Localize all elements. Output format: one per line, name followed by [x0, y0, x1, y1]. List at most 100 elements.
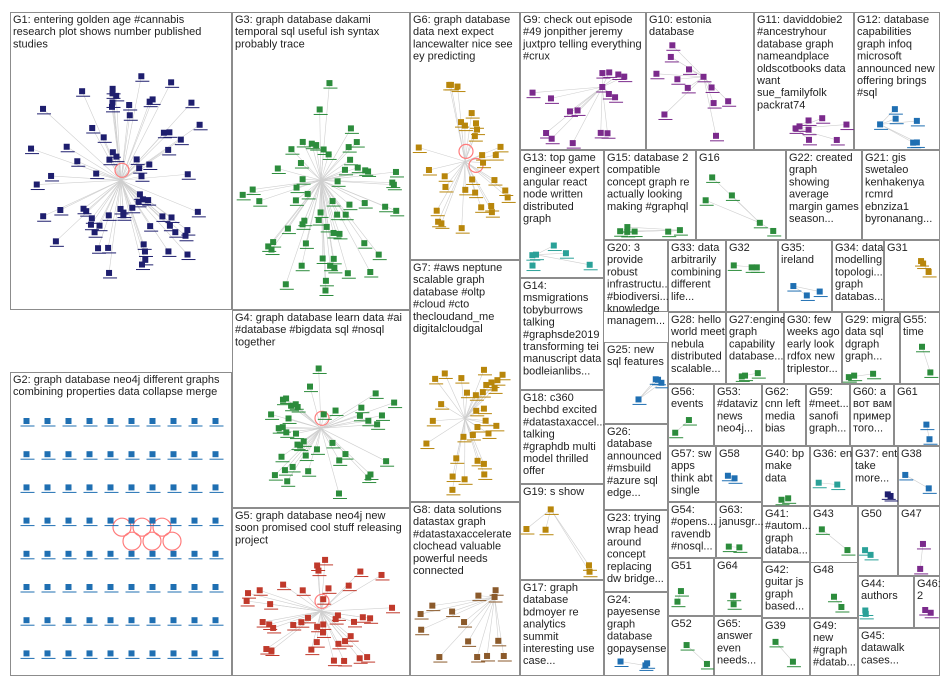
group-label-line: G57: sw: [671, 448, 711, 460]
vertex-icon: [326, 80, 332, 86]
group-g34: G34: datamodellingtopologi...graphdataba…: [833, 241, 885, 312]
group-label-line: digitalcloudgal: [413, 323, 483, 335]
vertex-icon: [393, 208, 399, 214]
vertex-icon: [24, 518, 30, 524]
vertex-icon: [429, 603, 435, 609]
vertex-icon: [185, 252, 191, 258]
vertex-icon: [244, 598, 250, 604]
vertex-icon: [892, 106, 898, 112]
vertex-icon: [45, 451, 51, 457]
vertex-icon: [483, 418, 489, 424]
vertex-icon: [362, 200, 368, 206]
group-label-line: data sql: [845, 326, 884, 338]
group-label-line: ravendb: [671, 528, 711, 540]
vertex-icon: [300, 139, 306, 145]
vertex-icon: [188, 100, 194, 106]
group-g65: G65:answerevenneeds...: [715, 617, 762, 676]
vertex-icon: [669, 42, 675, 48]
vertex-icon: [178, 137, 184, 143]
vertex-icon: [920, 541, 926, 547]
vertex-icon: [40, 106, 46, 112]
vertex-icon: [615, 71, 621, 77]
vertex-icon: [478, 204, 484, 210]
vertex-icon: [469, 176, 475, 182]
vertex-icon: [548, 95, 554, 101]
group-g52: G52: [669, 617, 715, 676]
vertex-icon: [838, 604, 844, 610]
vertex-icon: [108, 518, 114, 524]
group-g17: G17: graphdatabasebdmoyer reanalyticssum…: [521, 581, 604, 676]
vertex-icon: [819, 526, 825, 532]
group-label-line: even: [717, 642, 741, 654]
vertex-icon: [284, 478, 290, 484]
vertex-icon: [305, 615, 311, 621]
vertex-icon: [87, 451, 93, 457]
vertex-icon: [166, 129, 172, 135]
vertex-icon: [150, 584, 156, 590]
group-label-line: databas...: [835, 291, 883, 303]
group-label-line: research plot shows number published: [13, 26, 201, 38]
vertex-icon: [192, 451, 198, 457]
vertex-icon: [862, 547, 868, 553]
vertex-icon: [299, 263, 305, 269]
group-label-line: announced: [607, 450, 661, 462]
vertex-icon: [213, 551, 219, 557]
group-g13: G13: top gameengineer expertangular reac…: [521, 151, 604, 278]
group-label-line: interesting use: [523, 643, 595, 655]
vertex-icon: [730, 593, 736, 599]
group-label-line: G16: [699, 152, 720, 164]
vertex-icon: [108, 650, 114, 656]
vertex-icon: [320, 256, 326, 262]
vertex-icon: [502, 188, 508, 194]
vertex-icon: [333, 616, 339, 622]
vertex-icon: [45, 418, 51, 424]
vertex-icon: [461, 619, 467, 625]
vertex-icon: [280, 397, 286, 403]
vertex-icon: [272, 472, 278, 478]
group-g4: G4: graph database learn data #ai#databa…: [233, 311, 410, 508]
vertex-icon: [64, 144, 70, 150]
vertex-icon: [644, 660, 650, 666]
group-g42: G42:guitar jsgraphbased...: [763, 563, 810, 618]
vertex-icon: [197, 122, 203, 128]
vertex-icon: [423, 441, 429, 447]
vertex-icon: [171, 484, 177, 490]
group-g6: G6: graph databasedata next expectlancew…: [411, 13, 520, 260]
vertex-icon: [438, 220, 444, 226]
group-g1: G1: entering golden age #cannabisresearc…: [11, 13, 232, 310]
group-g57: G57: swappsthink abtsingle: [669, 447, 716, 502]
group-label-line: microsoft: [857, 51, 902, 63]
vertex-icon: [453, 455, 459, 461]
group-label-line: G23: trying: [607, 512, 661, 524]
group-label-line: case...: [523, 655, 555, 667]
vertex-icon: [529, 252, 535, 258]
group-label-line: #crux: [523, 51, 550, 63]
group-label-line: graph...: [809, 423, 846, 435]
vertex-icon: [316, 365, 322, 371]
vertex-icon: [172, 229, 178, 235]
vertex-icon: [587, 569, 593, 575]
vertex-icon: [500, 372, 506, 378]
group-label-line: robust: [607, 266, 638, 278]
vertex-icon: [474, 127, 480, 133]
vertex-icon: [870, 371, 876, 377]
vertex-icon: [326, 151, 332, 157]
vertex-icon: [709, 84, 715, 90]
vertex-icon: [711, 100, 717, 106]
vertex-icon: [129, 451, 135, 457]
group-g35: G35:ireland: [779, 241, 832, 312]
group-label-line: manuscript data: [523, 353, 602, 365]
vertex-icon: [391, 400, 397, 406]
group-label-line: msmigrations: [523, 292, 589, 304]
vertex-icon: [549, 136, 555, 142]
vertex-icon: [917, 566, 923, 572]
vertex-icon: [481, 406, 487, 412]
vertex-icon: [755, 370, 761, 376]
group-label-line: #graphdb multi: [523, 441, 596, 453]
vertex-icon: [87, 418, 93, 424]
vertex-icon: [729, 192, 735, 198]
vertex-icon: [101, 134, 107, 140]
vertex-icon: [129, 617, 135, 623]
vertex-icon: [449, 609, 455, 615]
